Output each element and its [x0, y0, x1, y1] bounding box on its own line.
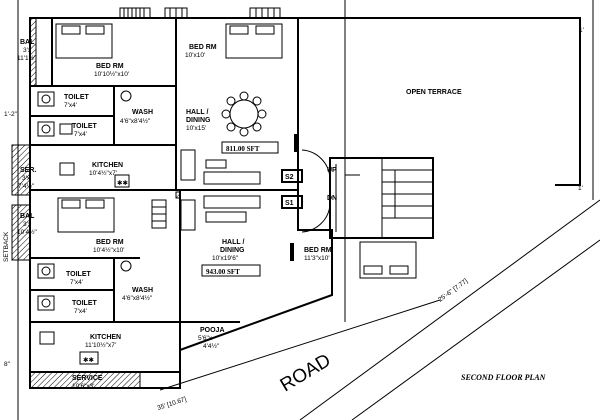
upper-unit-walls — [11, 17, 299, 196]
open-terrace-label: OPEN TERRACE — [406, 89, 462, 96]
stair-s2-label: S2 — [285, 174, 294, 181]
upper-ser-size-a: 3'x — [22, 175, 31, 182]
lower-kitchen-stove: ✱✱ — [39, 331, 99, 365]
upper-ser-label: SER. — [20, 167, 36, 174]
upper-hall-size: 10'x15' — [186, 125, 206, 132]
road-label: ROAD — [277, 350, 335, 396]
lower-bal-label: BAL — [20, 213, 35, 220]
upper-bed-left — [55, 23, 113, 59]
edge-mark-right-mid: 1' — [578, 185, 583, 192]
stair-up-label: UP — [327, 167, 337, 174]
upper-labels: BAL 3'x 11'1½" BED RM 10'10½"x10' BED RM… — [17, 39, 279, 190]
lower-pooja-size-b: 4'4½" — [203, 342, 220, 350]
upper-kitchen-label: KITCHEN — [92, 162, 123, 169]
edge-mark-top-right: 1' — [579, 27, 584, 34]
upper-toilet2-size: 7'x4' — [74, 131, 87, 138]
lower-wardrobe — [151, 199, 167, 229]
upper-wash-size: 4'6"x8'4½" — [120, 117, 151, 125]
lower-bedroom-right-size: 11'3"x10' — [304, 255, 330, 262]
upper-toilet1-size: 7'x4' — [64, 102, 77, 109]
upper-bedroom-left-label: BED RM — [96, 63, 124, 70]
lower-service-label: SERVICE — [72, 375, 103, 382]
lower-toilet1-size: 7'x4' — [70, 279, 83, 286]
upper-bedroom-left-size: 10'10½"x10' — [94, 70, 129, 78]
upper-bal-label: BAL — [20, 39, 35, 46]
lower-pooja-label: POOJA — [200, 327, 225, 334]
upper-kitchen-size: 10'4½"x7' — [89, 169, 117, 177]
lower-hall-label: HALL / — [222, 239, 244, 246]
stair-s1-label: S1 — [285, 200, 294, 207]
lower-toilet1-label: TOILET — [66, 271, 91, 278]
lower-bedroom-left-label: BED RM — [96, 239, 124, 246]
lower-toilet-fixtures — [37, 260, 132, 311]
lower-toilet2-size: 7'x4' — [74, 308, 87, 315]
plot-front-dimension: 35' [10.67] — [156, 396, 187, 412]
edge-marks: 1' 1'-2" 8" 1' SETBACK — [3, 27, 584, 368]
upper-bal-size-b: 11'1½" — [17, 54, 37, 62]
lower-hall-size: 10'x19'6" — [212, 255, 239, 262]
staircase: UP DN S2 S1 — [281, 149, 434, 239]
upper-toilet1-label: TOILET — [64, 94, 89, 101]
drawing-title: SECOND FLOOR PLAN — [461, 373, 547, 382]
upper-dining-table — [221, 91, 267, 137]
lower-bedroom-left-size: 10'4½"x10' — [93, 246, 125, 254]
lower-pooja-size-a: 5'6"x — [198, 335, 213, 342]
edge-mark-left-vertical: SETBACK — [3, 231, 10, 262]
lower-wash-label: WASH — [132, 287, 153, 294]
road-lines — [159, 299, 441, 391]
lower-kitchen-label: KITCHEN — [90, 334, 121, 341]
top-windows — [119, 7, 281, 19]
lower-unit-walls — [11, 189, 333, 389]
edge-mark-left-b: 8" — [4, 361, 11, 368]
svg-text:✱✱: ✱✱ — [117, 179, 128, 187]
lower-wash-size: 4'6"x8'4½" — [122, 294, 153, 302]
edge-mark-left-a: 1'-2" — [4, 111, 18, 118]
lower-bed-left — [57, 197, 115, 233]
upper-hall-label: HALL / — [186, 109, 208, 116]
lower-sofa — [180, 195, 261, 231]
lower-door-marker — [290, 243, 294, 261]
lower-toilet2-label: TOILET — [72, 300, 97, 307]
upper-bedroom-right-size: 10'x10' — [185, 52, 205, 59]
upper-wash-label: WASH — [132, 109, 153, 116]
lower-bal-size-b: 10'4½" — [17, 228, 38, 236]
upper-door-marker — [294, 134, 298, 152]
upper-sofa — [180, 149, 261, 185]
lower-service-size: 10'6"x3' — [72, 383, 95, 390]
upper-ser-size-b: 7'4½" — [18, 182, 35, 190]
lower-labels: BAL 3'x 10'4½" BED RM 10'4½"x10' TOILET … — [17, 213, 332, 390]
upper-kitchen-stove: ✱✱ — [59, 162, 130, 188]
upper-bedroom-right-label: BED RM — [189, 44, 217, 51]
upper-toilet2-label: TOILET — [72, 123, 97, 130]
lower-bedroom-right-label: BED RM — [304, 247, 332, 254]
upper-bal-size-a: 3'x — [23, 47, 32, 54]
lower-kitchen-size: 11'10½"x7' — [85, 341, 116, 349]
lower-area-label: 943.00 SFT — [206, 268, 240, 276]
stair-down-label: DN — [327, 195, 337, 202]
lower-bed-right — [359, 241, 417, 279]
open-terrace: OPEN TERRACE — [297, 17, 581, 186]
upper-area-label: 811.00 SFT — [226, 145, 260, 153]
lower-bal-size-a: 3'x — [23, 221, 32, 228]
svg-text:✱✱: ✱✱ — [83, 356, 94, 364]
lower-hall-label-2: DINING — [220, 247, 245, 254]
upper-toilet-fixtures — [37, 90, 132, 137]
upper-hall-label-2: DINING — [186, 117, 211, 124]
upper-bed-right — [225, 23, 283, 59]
